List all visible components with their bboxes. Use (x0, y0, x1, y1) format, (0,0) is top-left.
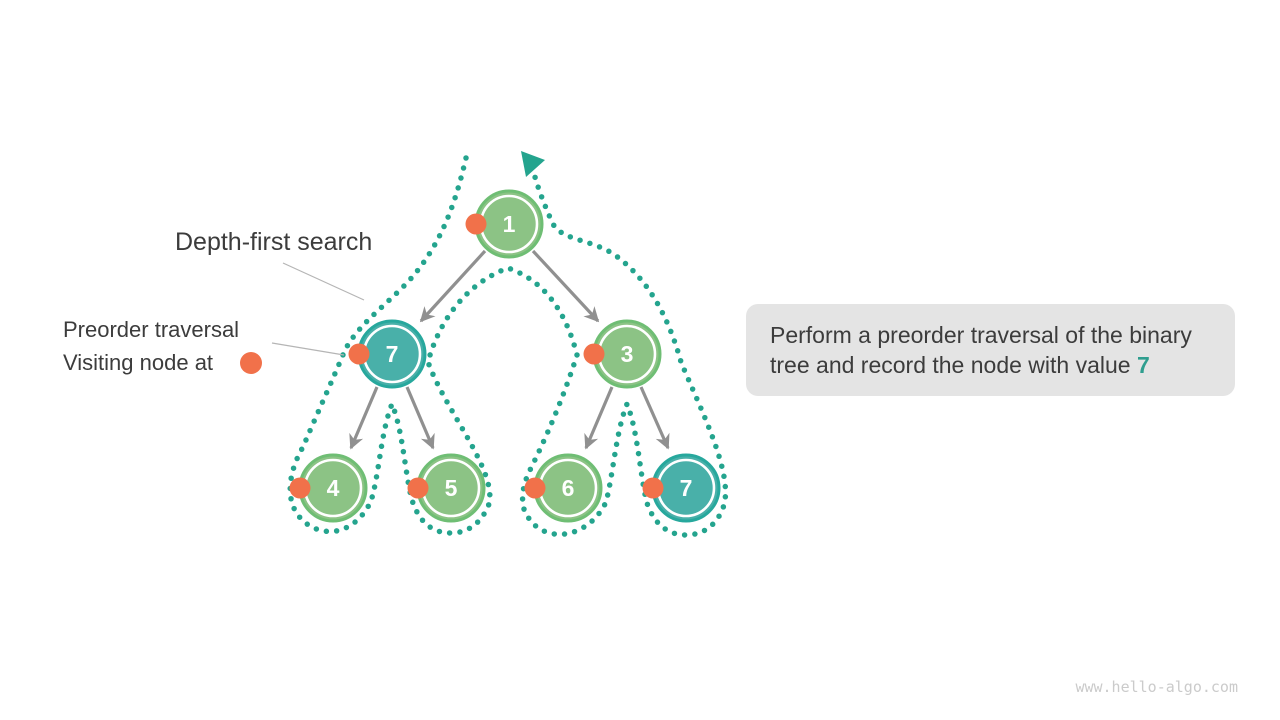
tree-node-7-right: 7 (642, 453, 721, 523)
tree-node-6: 6 (524, 453, 603, 523)
node-value: 1 (503, 211, 516, 237)
tree-edge (419, 249, 487, 323)
visit-marker-icon (524, 477, 546, 499)
node-value: 4 (327, 475, 340, 501)
tree-edge (584, 386, 614, 450)
visiting-label-pointer-line (271, 342, 345, 356)
tree-node-3: 3 (583, 319, 662, 389)
callout-line-1: Perform a preorder traversal of the bina… (770, 322, 1192, 348)
visit-marker-icon (407, 477, 429, 499)
tree-node-1: 1 (465, 189, 544, 259)
tree-node-4: 4 (289, 453, 368, 523)
node-value: 3 (621, 341, 634, 367)
visit-marker-legend-icon (240, 352, 262, 374)
tree-edge (639, 386, 670, 450)
tree-node-7-left: 7 (348, 319, 427, 389)
callout-highlight-value: 7 (1136, 352, 1150, 378)
visit-marker-icon (289, 477, 311, 499)
node-value: 7 (386, 341, 399, 367)
watermark: www.hello-algo.com (1075, 678, 1238, 696)
node-value: 6 (562, 475, 575, 501)
callout-line-2: tree and record the node with value 7 (770, 350, 1192, 380)
traversal-direction-arrow-icon (521, 151, 545, 177)
visit-marker-icon (348, 343, 370, 365)
tree-edges (349, 249, 670, 450)
task-callout-text: Perform a preorder traversal of the bina… (770, 320, 1192, 380)
callout-line-2-text: tree and record the node with value (770, 352, 1137, 378)
node-value: 5 (445, 475, 458, 501)
visit-marker-icon (642, 477, 664, 499)
preorder-traversal-label: Preorder traversal (63, 317, 240, 342)
dfs-traversal-path (287, 155, 729, 538)
task-callout-box: Perform a preorder traversal of the bina… (746, 304, 1235, 396)
tree-edge (349, 386, 379, 450)
visit-marker-icon (465, 213, 487, 235)
dfs-label-pointer-line (282, 262, 365, 301)
dfs-label: Depth-first search (175, 228, 373, 256)
visiting-node-label: Visiting node at (63, 350, 214, 375)
visit-marker-icon (583, 343, 605, 365)
tree-edge (531, 249, 600, 323)
node-value: 7 (680, 475, 693, 501)
tree-node-5: 5 (407, 453, 486, 523)
tree-edge (405, 386, 435, 450)
